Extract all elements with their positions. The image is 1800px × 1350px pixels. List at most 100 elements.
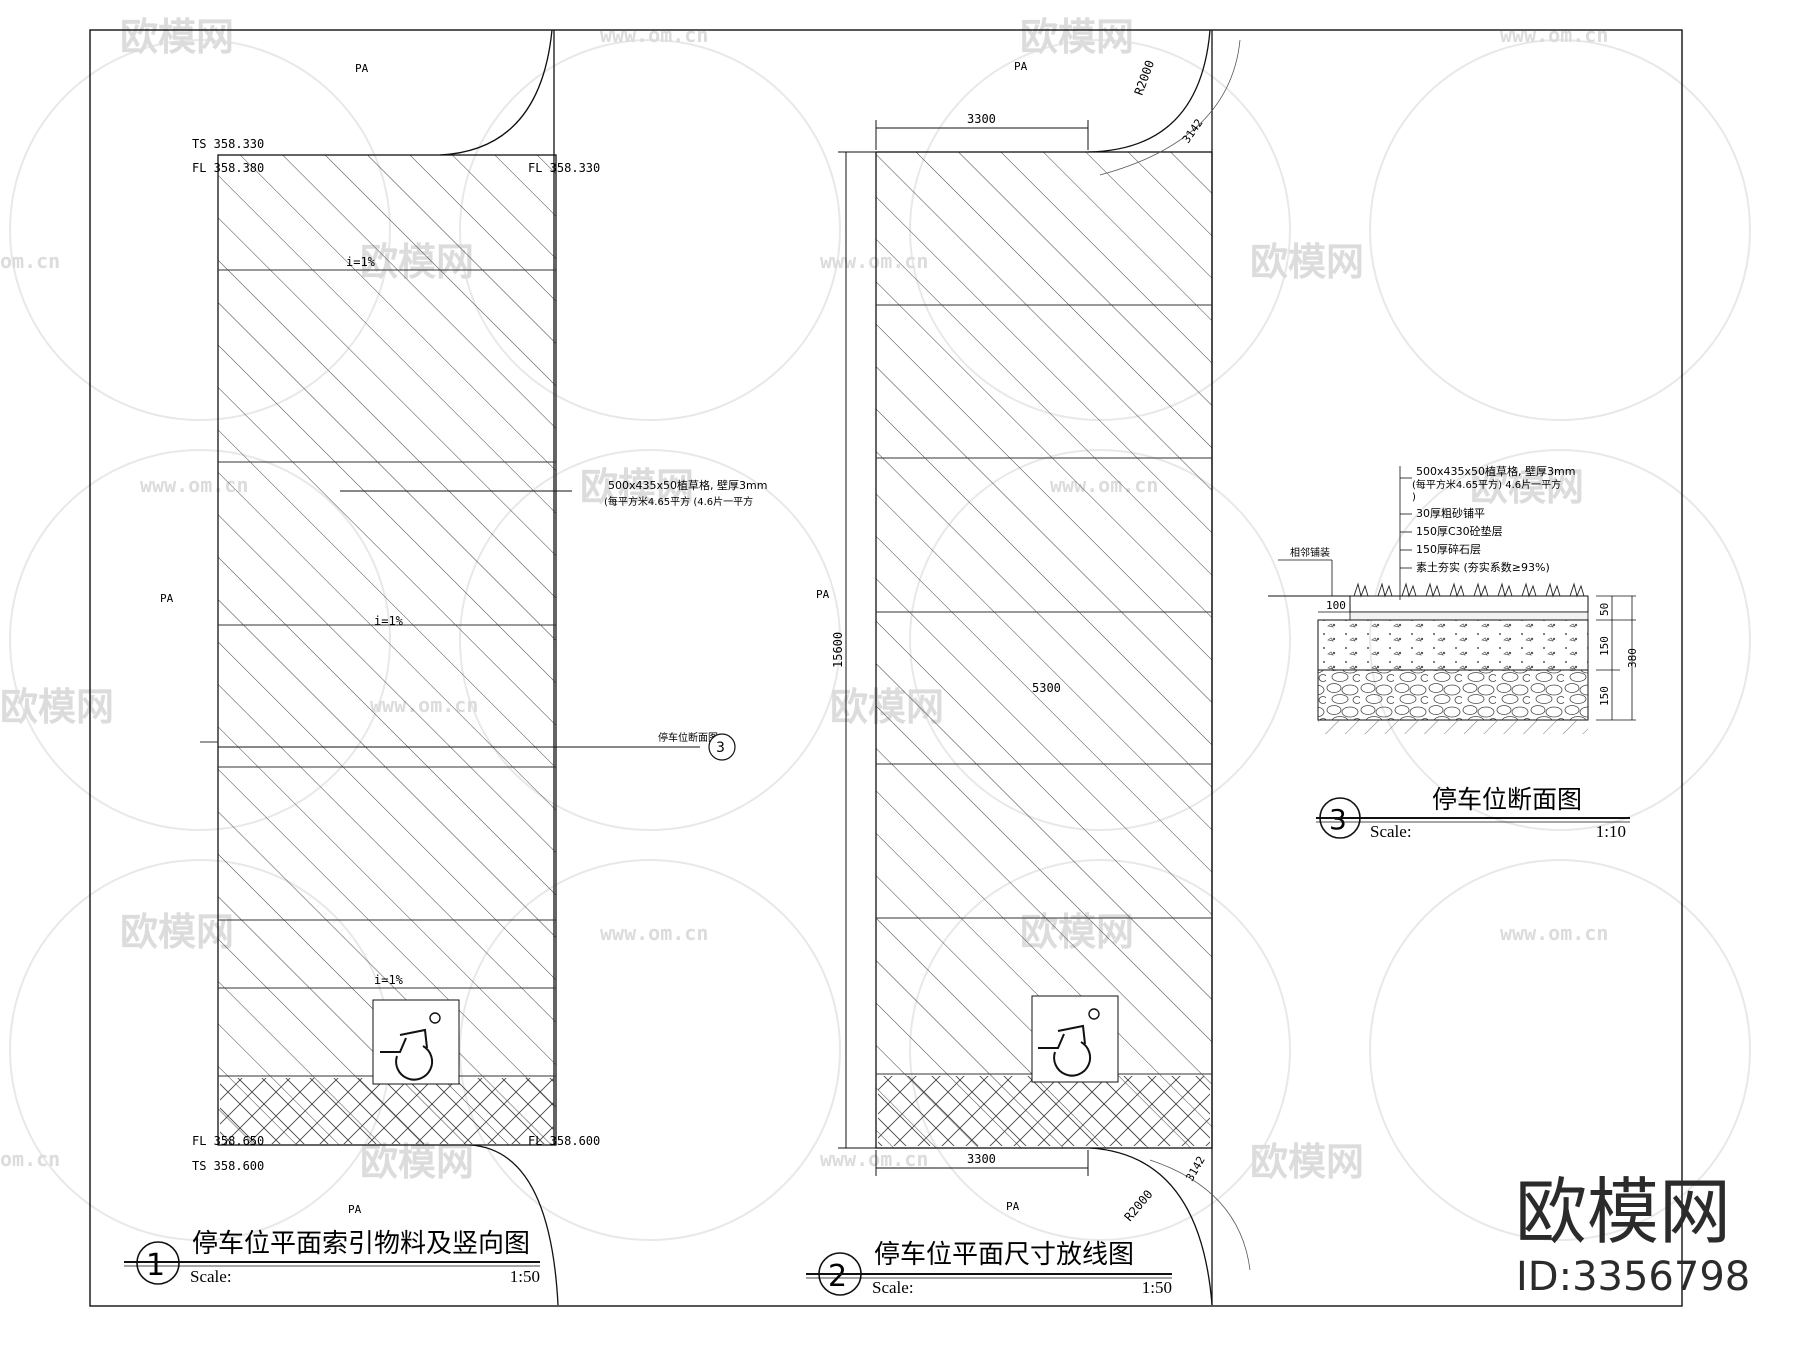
dimension-top: 3300 <box>967 112 996 126</box>
scale-value: 1:50 <box>510 1267 540 1286</box>
accessible-parking-icon <box>1031 995 1119 1083</box>
cross-hatch-strip <box>878 1076 1210 1146</box>
brand-name: 欧模网 <box>1515 1170 1731 1254</box>
level-fl-top-right: FL 358.330 <box>528 161 600 175</box>
slope-label: i=1% <box>374 614 404 628</box>
radius-label-bottom: R2000 <box>1122 1187 1156 1224</box>
watermark-url-text: www.om.cn <box>820 1147 928 1171</box>
watermark-logo-text: 欧模网 <box>120 910 234 954</box>
pa-label: PA <box>160 592 174 605</box>
arc-dim-top <box>1099 39 1241 176</box>
watermark-logo-text: 欧模网 <box>1020 15 1134 59</box>
pa-label: PA <box>1014 60 1028 73</box>
slope-label: i=1% <box>374 973 404 987</box>
section-dimension-lines <box>1318 595 1636 721</box>
dimension-mid: 5300 <box>1032 681 1061 695</box>
layer-callout: 30厚粗砂铺平 <box>1416 507 1485 520</box>
curb-arc-bottom <box>469 1144 559 1306</box>
sheet-frame <box>89 29 1683 1307</box>
plan-2-title-block: 2 停车位平面尺寸放线图 Scale: 1:50 <box>806 1240 1172 1297</box>
curb-arc-bottom <box>1089 1147 1213 1306</box>
drawing-number: 3 <box>1329 803 1347 836</box>
scale-value: 1:50 <box>1142 1278 1172 1297</box>
scale-value: 1:10 <box>1596 822 1626 841</box>
watermark-logo-text: 欧模网 <box>1470 465 1584 509</box>
edge-note: 相邻铺装 <box>1290 546 1330 559</box>
grid-lines <box>876 304 1212 1075</box>
scale-label: Scale: <box>1370 822 1412 841</box>
level-ts-top-left: TS 358.330 <box>192 137 264 151</box>
watermark-logo-text: 欧模网 <box>1250 1140 1364 1184</box>
accessible-parking-icon <box>372 999 460 1085</box>
section-3-title-block: 3 停车位断面图 Scale: 1:10 <box>1316 785 1630 841</box>
watermark-logo-text: 欧模网 <box>360 1140 474 1184</box>
layer-leaders <box>1278 466 1412 600</box>
plan-1-title-block: 1 停车位平面索引物料及竖向图 Scale: 1:50 <box>124 1229 540 1286</box>
curb-arc-top <box>1087 29 1211 153</box>
watermark-logo-text: 欧模网 <box>120 15 234 59</box>
layer-callout: 150厚C30砼垫层 <box>1416 524 1503 538</box>
brand-stamp: 欧模网 ID:3356798 <box>1515 1170 1750 1300</box>
drawing-number: 2 <box>828 1259 847 1294</box>
dimension-lines <box>838 120 1089 1176</box>
dimension-height: 15600 <box>831 632 845 668</box>
grass-tufts <box>1353 582 1585 598</box>
slope-label: i=1% <box>346 255 376 269</box>
layer-callout: 素土夯实 (夯实系数≥93%) <box>1416 560 1550 574</box>
compacted-soil <box>1318 720 1588 734</box>
pa-label: PA <box>816 588 830 601</box>
plan-1-vertical-index: TS 358.330 FL 358.380 FL 358.330 FL 358.… <box>124 29 767 1306</box>
scale-label: Scale: <box>190 1267 232 1286</box>
pa-label: PA <box>355 62 369 75</box>
arc-length-bottom: 3142 <box>1183 1154 1208 1183</box>
watermark-url-text: www.om.cn <box>600 921 708 945</box>
dimension-label: 150 <box>1598 686 1611 706</box>
dimension-label: 150 <box>1598 636 1611 656</box>
arc-length-top: 3142 <box>1180 117 1206 146</box>
dimension-label: 100 <box>1326 599 1346 612</box>
watermark-url-text: om.cn <box>0 1147 60 1171</box>
grass-paver-layer <box>1349 595 1589 613</box>
watermark-url-text: www.om.cn <box>1500 23 1608 47</box>
level-fl-bottom-left: FL 358.650 <box>192 1134 264 1148</box>
drawing-title: 停车位平面索引物料及竖向图 <box>192 1229 530 1259</box>
watermark-logo-text: 欧模网 <box>580 465 694 509</box>
curb-arc-top <box>439 29 553 156</box>
watermark-url-text: om.cn <box>0 249 60 273</box>
material-note: 500x435x50植草格, 壁厚3mm <box>608 478 767 492</box>
watermark-logo-text: 欧模网 <box>1250 240 1364 284</box>
radius-label-top: R2000 <box>1132 58 1158 97</box>
pa-label: PA <box>348 1203 362 1216</box>
plan-2-dimension-layout: 3300 3300 5300 15600 R2000 R2000 3142 31… <box>806 29 1251 1306</box>
drawing-number: 1 <box>146 1248 165 1283</box>
section-ref-label: 停车位断面图 <box>658 731 718 744</box>
dimension-label: 380 <box>1626 648 1639 668</box>
brand-id: ID:3356798 <box>1516 1254 1750 1300</box>
watermark-logo-text: 欧模网 <box>0 685 114 729</box>
arc-dim-bottom <box>1149 1159 1251 1271</box>
pa-label: PA <box>1006 1200 1020 1213</box>
parking-hatch <box>218 155 556 1145</box>
watermark-url-text: www.om.cn <box>1500 921 1608 945</box>
concrete-layer <box>1317 619 1589 671</box>
drawing-title: 停车位平面尺寸放线图 <box>874 1240 1134 1270</box>
layer-callout: 500x435x50植草格, 壁厚3mm <box>1416 464 1575 478</box>
sand-layer <box>1349 611 1589 621</box>
gravel-layer <box>1317 669 1589 721</box>
level-fl-top-left: FL 358.380 <box>192 161 264 175</box>
section-ref-bubble <box>708 733 736 761</box>
level-fl-bottom-right: FL 358.600 <box>528 1134 600 1148</box>
dimension-label: 50 <box>1598 603 1611 616</box>
section-3-parking-section: 500x435x50植草格, 壁厚3mm (每平方米4.65平方) 4.6片一平… <box>1268 464 1639 841</box>
layer-callout: 150厚碎石层 <box>1416 542 1481 556</box>
material-note: (每平方米4.65平方 (4.6片一平方 <box>604 495 753 508</box>
level-ts-bottom-left: TS 358.600 <box>192 1159 264 1173</box>
layer-callout: ) <box>1412 492 1416 503</box>
scale-label: Scale: <box>872 1278 914 1297</box>
layer-callout: (每平方米4.65平方) 4.6片一平方 <box>1412 478 1561 491</box>
cross-hatch-strip <box>220 1078 554 1144</box>
watermark-url-text: www.om.cn <box>600 23 708 47</box>
dimension-bottom: 3300 <box>967 1152 996 1166</box>
parking-bay-outline <box>217 154 557 1146</box>
